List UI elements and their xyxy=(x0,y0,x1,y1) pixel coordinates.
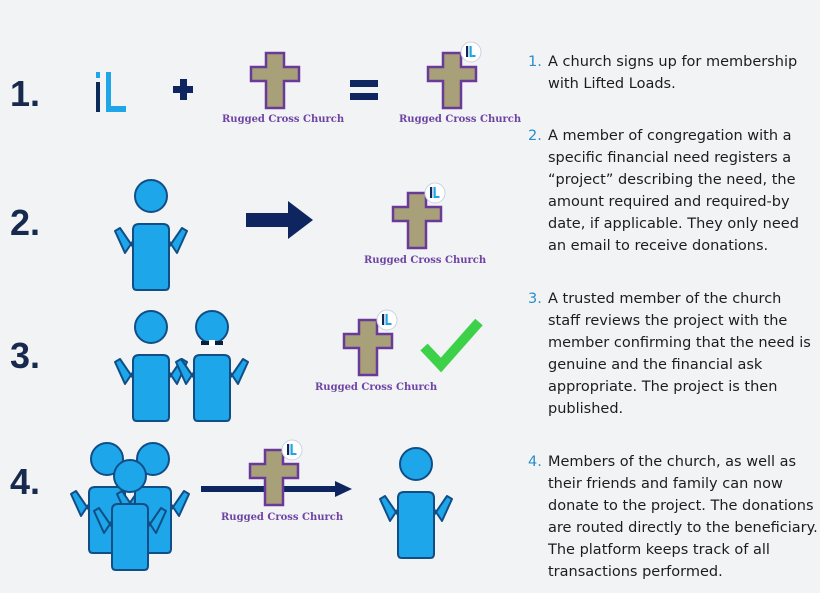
cross-with-logo-icon xyxy=(342,309,398,377)
plus-icon xyxy=(173,79,193,100)
cross-with-logo-icon xyxy=(426,41,482,110)
step-description-text: A church signs up for membership with Li… xyxy=(548,54,798,92)
member-person-icon xyxy=(114,310,188,422)
step-description-number: 3. xyxy=(528,291,542,307)
step-description-3: 3. A trusted member of the church staff … xyxy=(528,288,818,420)
church-label: Rugged Cross Church xyxy=(315,382,438,393)
step-number-1: 1. xyxy=(10,73,41,114)
cross-with-logo-icon xyxy=(248,439,303,507)
step-description-text: Members of the church, as well as their … xyxy=(548,454,818,580)
arrow-right-icon xyxy=(246,201,313,239)
lifted-loads-logo-icon xyxy=(96,72,126,112)
beneficiary-person-icon xyxy=(379,447,453,559)
step-description-text: A trusted member of the church staff rev… xyxy=(548,291,811,417)
step-description-number: 1. xyxy=(528,54,542,70)
church-label: Rugged Cross Church xyxy=(221,512,344,523)
checkmark-icon xyxy=(420,318,483,373)
cross-icon xyxy=(249,51,301,110)
clergy-person-icon xyxy=(175,310,249,422)
equals-icon xyxy=(350,80,378,100)
step-description-number: 2. xyxy=(528,128,542,144)
step-description-4: 4. Members of the church, as well as the… xyxy=(528,451,818,583)
church-label: Rugged Cross Church xyxy=(399,114,522,125)
donors-group-icon xyxy=(70,442,190,571)
step-number-4: 4. xyxy=(10,461,41,502)
step-number-2: 2. xyxy=(10,202,41,243)
step-description-text: A member of congregation with a specific… xyxy=(548,128,799,254)
step-description-1: 1. A church signs up for membership with… xyxy=(528,51,818,95)
person-icon xyxy=(114,179,188,291)
church-label: Rugged Cross Church xyxy=(222,114,345,125)
cross-with-logo-icon xyxy=(391,182,446,250)
church-label: Rugged Cross Church xyxy=(364,255,487,266)
step-description-2: 2. A member of congregation with a speci… xyxy=(528,125,818,257)
step-description-number: 4. xyxy=(528,454,542,470)
step-number-3: 3. xyxy=(10,335,41,376)
